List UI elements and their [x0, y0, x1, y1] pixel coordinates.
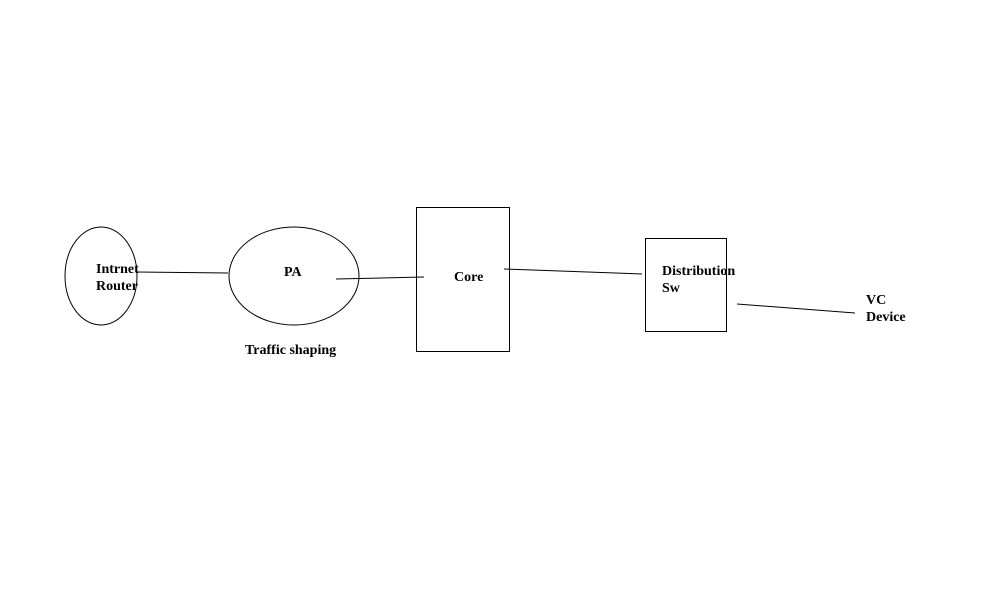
distribution-label-line1: Distribution — [662, 264, 736, 279]
core-label: Core — [454, 270, 484, 285]
vc-label-line1: VC — [866, 293, 887, 308]
link-pa-core — [335, 276, 425, 280]
router-label-line2: Router — [96, 279, 138, 294]
pa-ellipse — [228, 226, 360, 326]
distribution-label-line2: Sw — [662, 281, 680, 296]
distribution-box — [645, 238, 727, 332]
pa-caption: Traffic shaping — [245, 343, 337, 358]
vc-label-line2: Device — [866, 310, 906, 325]
router-ellipse — [64, 226, 138, 326]
core-box — [416, 207, 510, 352]
link-distribution-vc — [736, 303, 856, 314]
pa-label: PA — [284, 265, 302, 280]
link-core-distribution — [503, 268, 643, 275]
router-label-line1: Intrnet — [96, 262, 139, 277]
link-router-pa — [136, 271, 229, 274]
vc-label: VC Device — [866, 292, 906, 326]
